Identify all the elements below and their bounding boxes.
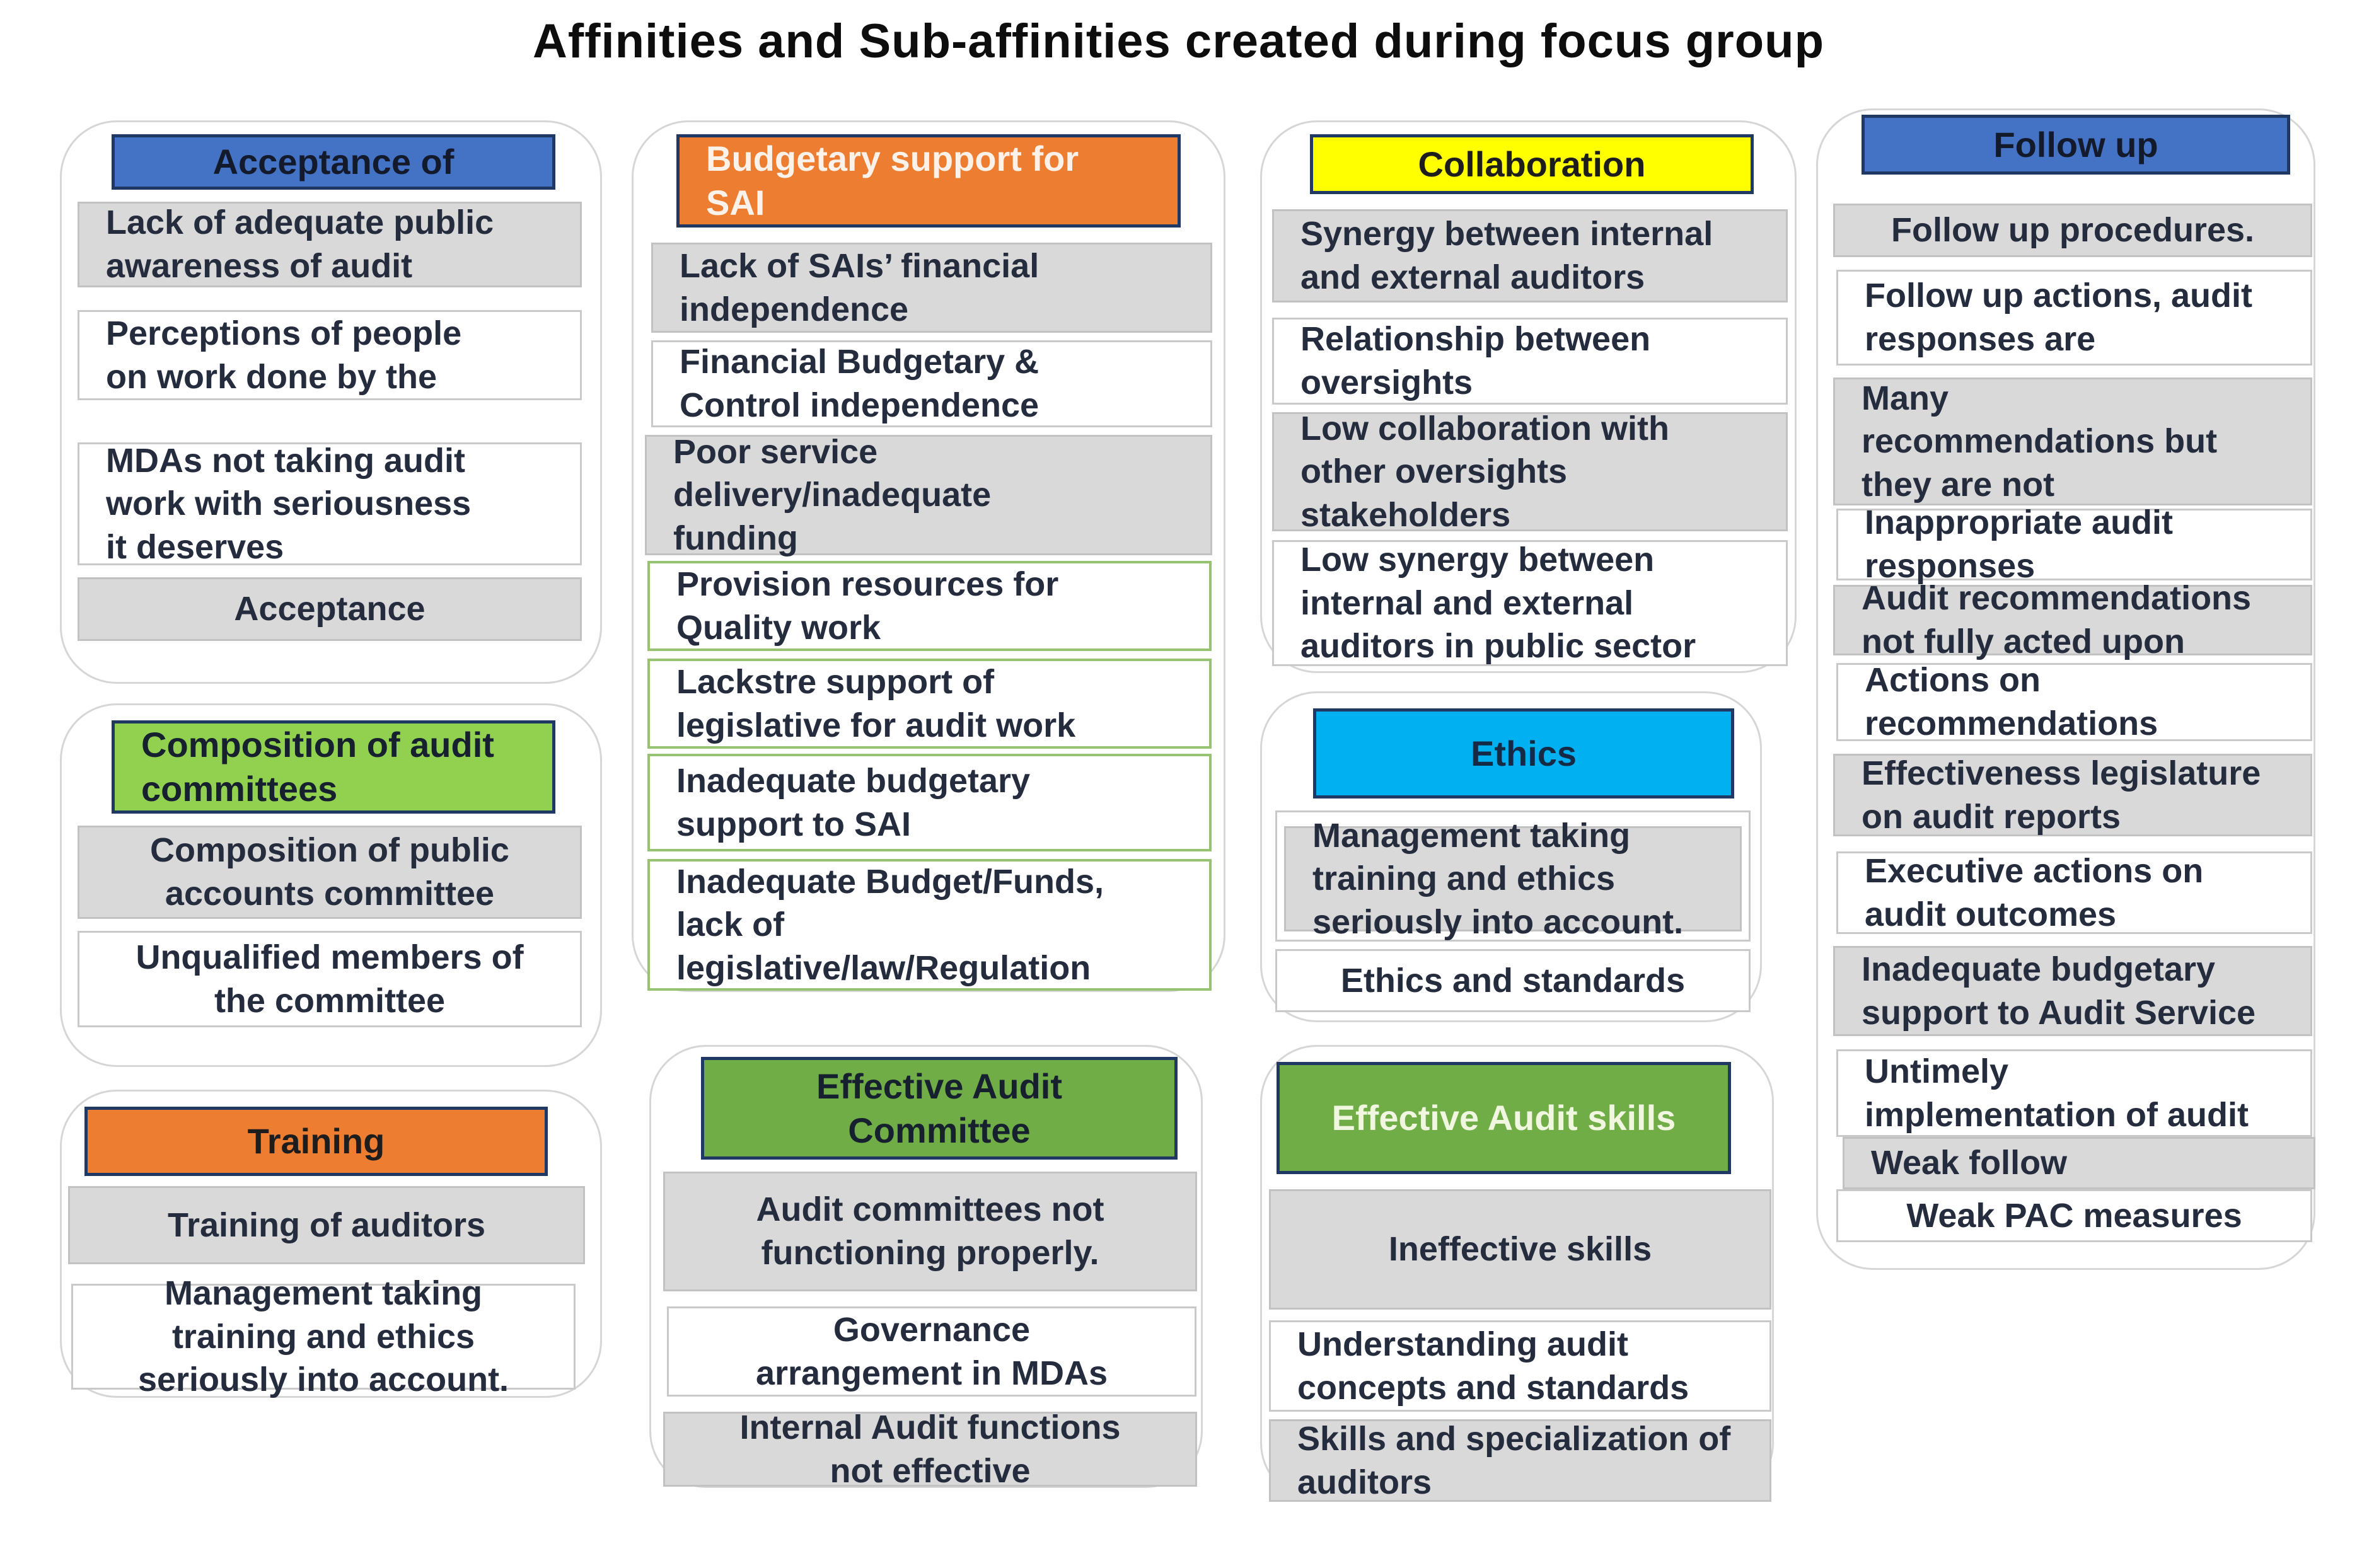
affinity-item: Lack of SAIs’ financial independence bbox=[651, 243, 1212, 333]
affinity-item: Perceptions of people on work done by th… bbox=[78, 310, 582, 400]
affinity-item: Relationship between oversights bbox=[1272, 318, 1788, 405]
affinity-item: MDAs not taking audit work with seriousn… bbox=[78, 442, 582, 566]
group-effective-audit-skills: Effective Audit skills Ineffective skill… bbox=[1260, 1045, 1774, 1502]
affinity-item: Follow up procedures. bbox=[1833, 204, 2312, 257]
group-composition-header: Composition of audit committees bbox=[112, 720, 555, 814]
group-training: Training Training of auditors Management… bbox=[60, 1090, 602, 1398]
affinity-item: Financial Budgetary & Control independen… bbox=[651, 340, 1212, 427]
affinity-item: Low collaboration with other oversights … bbox=[1272, 410, 1788, 534]
group-acceptance: Acceptance of Lack of adequate public aw… bbox=[60, 120, 602, 684]
affinity-item: Acceptance bbox=[78, 577, 582, 641]
group-follow-up: Follow up Follow up procedures. Follow u… bbox=[1816, 108, 2315, 1270]
affinity-item: Untimely implementation of audit bbox=[1836, 1049, 2312, 1137]
affinity-item: Inadequate Budget/Funds, lack of legisla… bbox=[647, 859, 1212, 991]
affinity-item: Weak PAC measures bbox=[1836, 1189, 2312, 1242]
affinity-item: Unqualified members of the committee bbox=[78, 931, 582, 1027]
affinity-item-frame: Management taking training and ethics se… bbox=[1275, 810, 1751, 942]
affinity-item: Inadequate budgetary support to Audit Se… bbox=[1833, 946, 2312, 1036]
affinity-item: Effectiveness legislature on audit repor… bbox=[1833, 754, 2312, 836]
affinity-item: Composition of public accounts committee bbox=[78, 826, 582, 919]
affinity-item: Audit recommendations not fully acted up… bbox=[1833, 579, 2312, 660]
affinity-item: Skills and specialization of auditors bbox=[1269, 1419, 1771, 1502]
group-budgetary-header: Budgetary support for SAI bbox=[676, 134, 1181, 228]
group-ethics: Ethics Management taking training and et… bbox=[1260, 691, 1762, 1022]
group-collaboration-header: Collaboration bbox=[1310, 134, 1754, 194]
affinity-item: Understanding audit concepts and standar… bbox=[1269, 1320, 1771, 1412]
affinity-item: Management taking training and ethics se… bbox=[71, 1274, 576, 1398]
affinity-item: Governance arrangement in MDAs bbox=[667, 1306, 1196, 1397]
group-effective-audit-skills-header: Effective Audit skills bbox=[1277, 1062, 1731, 1174]
group-budgetary-support-for-sai: Budgetary support for SAI Lack of SAIs’ … bbox=[632, 120, 1225, 992]
group-effective-audit-committee: Effective Audit Committee Audit committe… bbox=[649, 1045, 1203, 1490]
diagram-title: Affinities and Sub-affinities created du… bbox=[533, 14, 1824, 68]
affinity-item: Low synergy between internal and externa… bbox=[1272, 540, 1788, 666]
group-ethics-header: Ethics bbox=[1313, 708, 1734, 798]
group-effective-audit-committee-header: Effective Audit Committee bbox=[701, 1057, 1178, 1160]
affinity-item: Ineffective skills bbox=[1269, 1189, 1771, 1310]
affinity-item: Weak follow bbox=[1843, 1137, 2315, 1189]
group-acceptance-header: Acceptance of bbox=[112, 134, 555, 190]
affinity-item: Management taking training and ethics se… bbox=[1284, 817, 1742, 941]
affinity-item: Executive actions on audit outcomes bbox=[1836, 851, 2312, 934]
group-collaboration: Collaboration Synergy between internal a… bbox=[1260, 120, 1797, 673]
affinity-item: Lack of adequate public awareness of aud… bbox=[78, 202, 582, 287]
affinity-item: Actions on recommendations bbox=[1836, 661, 2312, 742]
affinity-item: Inappropriate audit responses bbox=[1836, 504, 2312, 585]
affinity-item: Lackstre support of legislative for audi… bbox=[647, 659, 1212, 749]
affinity-item: Training of auditors bbox=[68, 1186, 585, 1264]
affinity-item: Ethics and standards bbox=[1275, 949, 1751, 1012]
affinity-item: Synergy between internal and external au… bbox=[1272, 209, 1788, 303]
affinity-item: Audit committees not functioning properl… bbox=[663, 1172, 1197, 1291]
affinity-item: Poor service delivery/inadequate funding bbox=[645, 433, 1212, 557]
group-training-header: Training bbox=[84, 1107, 548, 1176]
group-composition-of-audit-committees: Composition of audit committees Composit… bbox=[60, 703, 602, 1067]
group-follow-up-header: Follow up bbox=[1862, 115, 2290, 175]
affinity-item: Inadequate budgetary support to SAI bbox=[647, 754, 1212, 851]
affinity-item: Provision resources for Quality work bbox=[647, 561, 1212, 651]
affinity-item: Follow up actions, audit responses are bbox=[1836, 270, 2312, 366]
affinity-item: Internal Audit functions not effective bbox=[663, 1409, 1197, 1490]
affinity-item: Many recommendations but they are not bbox=[1833, 378, 2312, 505]
